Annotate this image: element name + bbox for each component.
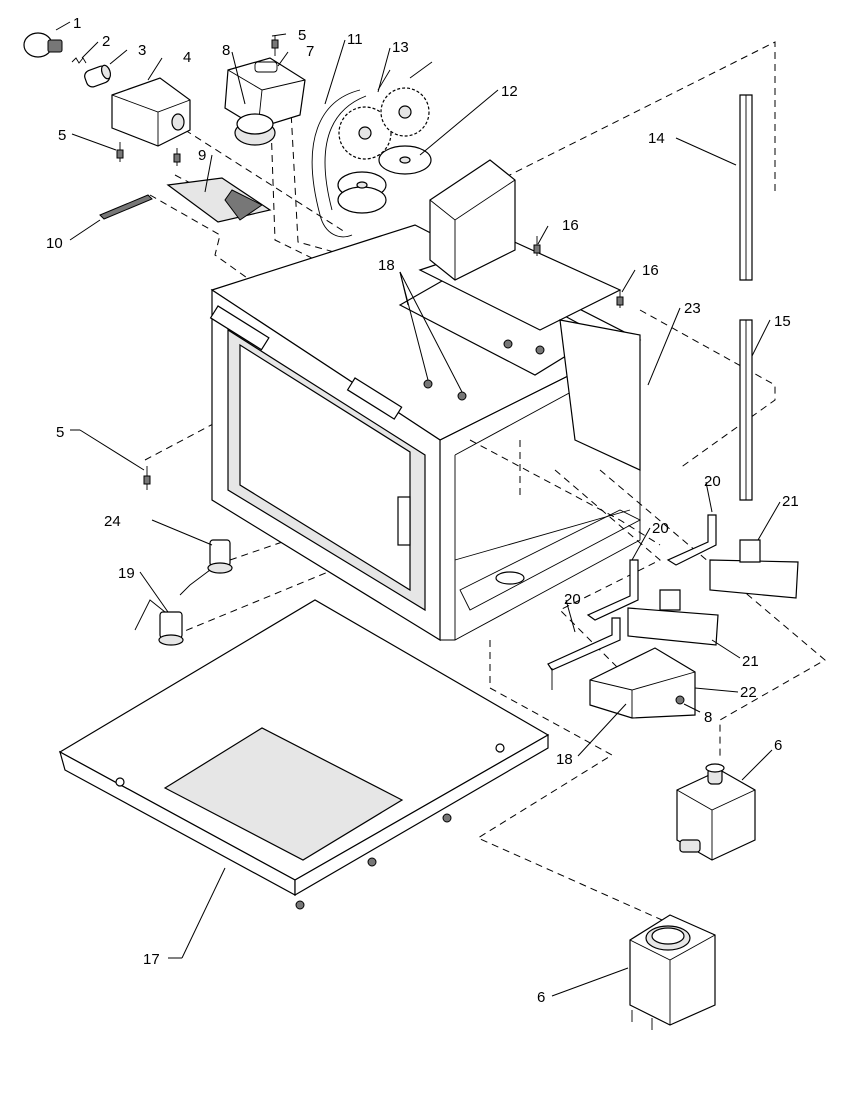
callout-21: 21 xyxy=(782,493,799,510)
part-3-lamp-socket xyxy=(84,64,112,88)
callout-15: 15 xyxy=(774,313,791,330)
part-14-bar xyxy=(739,94,753,281)
part-6-magnetron-upper xyxy=(676,763,756,861)
callout-7: 7 xyxy=(306,43,314,60)
callout-20: 20 xyxy=(704,473,721,490)
callout-20: 20 xyxy=(564,591,581,608)
part-1-lamp-bulb xyxy=(23,32,63,58)
callout-6: 6 xyxy=(774,737,782,754)
part-4-lamp-housing xyxy=(111,77,191,147)
part-16-screws xyxy=(533,236,624,308)
callout-23: 23 xyxy=(684,300,701,317)
callout-17: 17 xyxy=(143,951,160,968)
cabinet xyxy=(209,159,642,642)
callout-13: 13 xyxy=(392,39,409,56)
callout-24: 24 xyxy=(104,513,121,530)
part-20-brackets xyxy=(547,514,717,690)
part-10-strip xyxy=(99,194,153,220)
part-13-shaft xyxy=(377,61,433,91)
part-15-bar xyxy=(739,319,753,501)
callout-9: 9 xyxy=(198,147,206,164)
callout-12: 12 xyxy=(501,83,518,100)
callout-21: 21 xyxy=(742,653,759,670)
callout-18: 18 xyxy=(378,257,395,274)
callout-labels: 1 2 3 4 5 5 5 6 6 7 8 8 9 10 11 12 13 14… xyxy=(46,15,799,1006)
callout-10: 10 xyxy=(46,235,63,252)
callout-14: 14 xyxy=(648,130,665,147)
callout-3: 3 xyxy=(138,42,146,59)
part-17-base-tray xyxy=(58,599,550,910)
callout-5: 5 xyxy=(58,127,66,144)
callout-6: 6 xyxy=(537,989,545,1006)
callout-8: 8 xyxy=(704,709,712,726)
callout-18: 18 xyxy=(556,751,573,768)
part-22-bracket xyxy=(589,647,696,719)
callout-11: 11 xyxy=(347,31,363,48)
part-8-stirrer-motor xyxy=(234,113,276,146)
part-5-screws xyxy=(116,36,279,490)
part-12-stirrer-assembly xyxy=(337,87,432,214)
callout-5: 5 xyxy=(56,424,64,441)
callout-1: 1 xyxy=(73,15,81,32)
callout-16: 16 xyxy=(562,217,579,234)
part-9-cover-plate xyxy=(166,177,272,223)
callout-4: 4 xyxy=(183,49,191,66)
callout-5: 5 xyxy=(298,27,306,44)
callout-16: 16 xyxy=(642,262,659,279)
part-24-switch xyxy=(179,539,233,596)
callout-2: 2 xyxy=(102,33,110,50)
part-2-spring xyxy=(71,57,87,64)
part-7-motor-bracket xyxy=(224,57,306,129)
part-6-magnetron-lower xyxy=(629,914,716,1030)
leader-lines xyxy=(55,21,781,997)
callout-8: 8 xyxy=(222,42,230,59)
callout-19: 19 xyxy=(118,565,135,582)
part-21-brackets xyxy=(627,539,799,646)
callout-22: 22 xyxy=(740,684,757,701)
part-11-shield xyxy=(311,89,367,238)
part-19-switch xyxy=(134,599,184,646)
callout-20: 20 xyxy=(652,520,669,537)
